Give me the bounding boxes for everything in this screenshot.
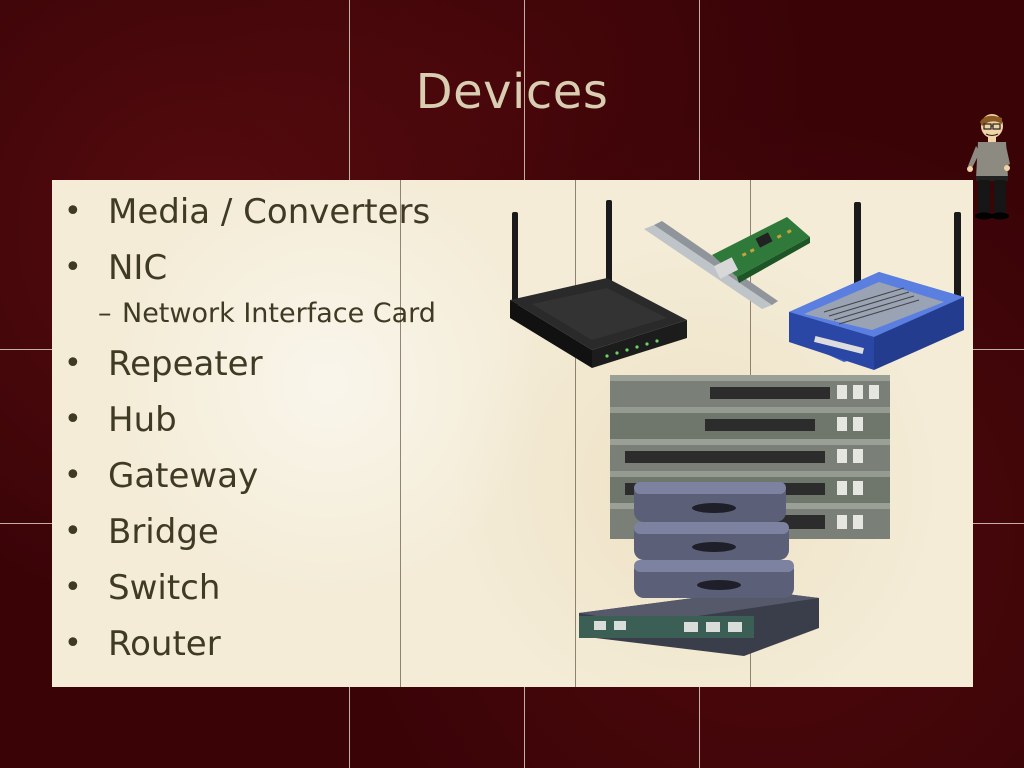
sub-list-item: –Network Interface Card	[98, 298, 436, 329]
list-item: •Bridge	[64, 512, 219, 552]
switch-stack-icon	[610, 375, 890, 539]
bullet-list: •Media / Converters •NIC –Network Interf…	[60, 184, 436, 672]
panel-grid-line	[575, 180, 576, 687]
list-item: •Media / Converters	[64, 192, 431, 232]
network-interface-card-icon	[644, 217, 810, 309]
list-item: •Switch	[64, 568, 221, 608]
list-item: •Gateway	[64, 456, 259, 496]
content-panel: •Media / Converters •NIC –Network Interf…	[52, 180, 973, 687]
wireless-router-blue-icon	[789, 202, 964, 370]
list-item: •Repeater	[64, 344, 263, 384]
list-item: •Router	[64, 624, 221, 664]
router-stack-icon	[579, 482, 819, 656]
list-item: •NIC	[64, 248, 168, 288]
wireless-router-black-icon	[510, 200, 687, 368]
cartoon-presenter-icon	[967, 114, 1010, 220]
list-item: •Hub	[64, 400, 177, 440]
slide-title: Devices	[415, 64, 609, 120]
panel-grid-line	[400, 180, 401, 687]
